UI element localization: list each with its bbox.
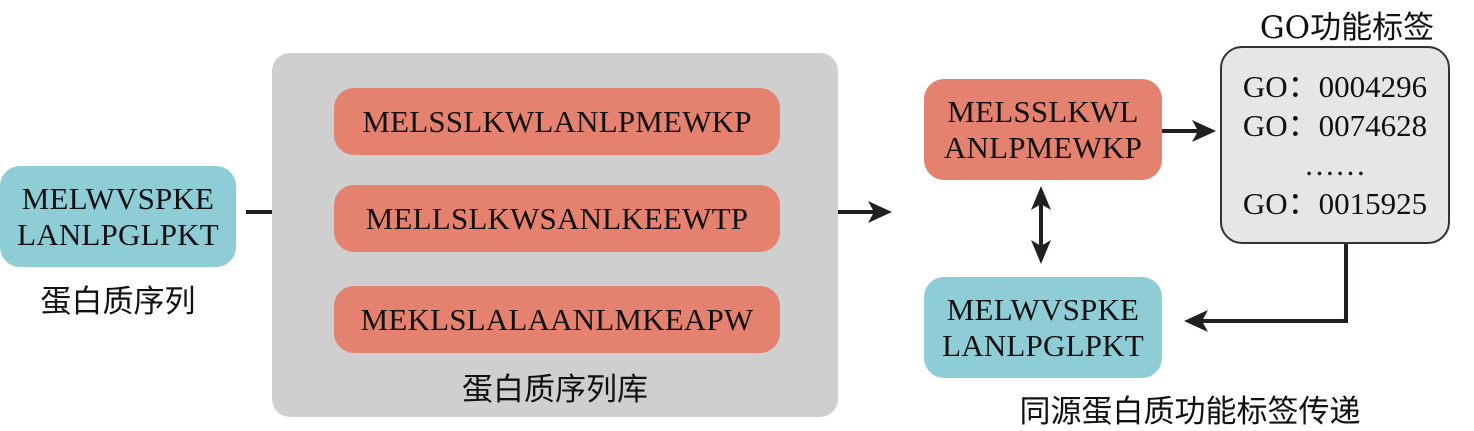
input-sequence-line-1: MELWVSPKE [21, 180, 215, 216]
library-sequence-3: MEKLSLALAANLMKEAPW [334, 286, 780, 353]
input-sequence-line-2: LANLPGLPKT [17, 216, 219, 252]
library-sequence-2: MELLSLKWSANLKEEWTP [334, 185, 780, 252]
query-result-box: MELWVSPKE LANLPGLPKT [924, 277, 1162, 378]
matched-sequence-box: MELSSLKWL ANLPMEWKP [924, 79, 1162, 180]
library-caption: 蛋白质序列库 [462, 372, 648, 408]
go-term-1: GO：0004296 [1242, 69, 1428, 104]
library-sequence-1-text: MELSSLKWLANLPMEWKP [362, 103, 752, 139]
label-transfer-caption: 同源蛋白质功能标签传递 [1019, 394, 1361, 430]
go-labels-title: GO功能标签 [1259, 10, 1435, 46]
library-sequence-1: MELSSLKWLANLPMEWKP [334, 88, 780, 155]
double-arrow-homology [1031, 186, 1051, 264]
go-term-2: GO：0074628 [1242, 108, 1428, 143]
query-result-line-1: MELWVSPKE [946, 291, 1140, 327]
input-sequence-box: MELWVSPKE LANLPGLPKT [0, 166, 236, 267]
go-labels-box: GO：0004296 GO：0074628 …… GO：0015925 [1220, 46, 1450, 244]
matched-sequence-line-2: ANLPMEWKP [943, 129, 1143, 165]
go-term-ellipsis: …… [1304, 147, 1366, 182]
arrow-go-to-query [1184, 242, 1348, 332]
library-sequence-3-text: MEKLSLALAANLMKEAPW [360, 301, 754, 337]
library-sequence-2-text: MELLSLKWSANLKEEWTP [365, 200, 749, 236]
query-result-line-2: LANLPGLPKT [942, 327, 1144, 363]
input-caption: 蛋白质序列 [40, 284, 196, 320]
go-term-3: GO：0015925 [1242, 186, 1428, 221]
matched-sequence-line-1: MELSSLKWL [947, 93, 1139, 129]
